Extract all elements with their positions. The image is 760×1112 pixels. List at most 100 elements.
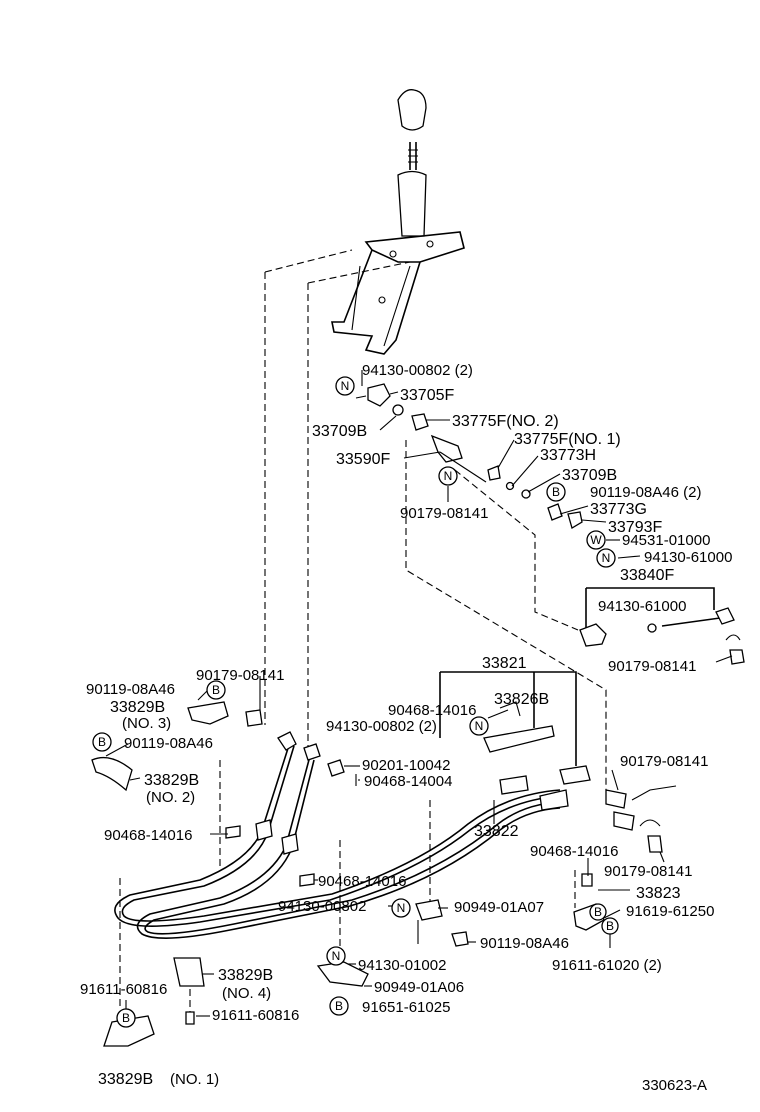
label-l51: (NO. 1) <box>170 1071 219 1088</box>
badge-b-6: B <box>116 1008 136 1028</box>
badge-w-1: W <box>586 530 606 550</box>
bracket-33829B-no4 <box>173 957 205 987</box>
label-l45: (NO. 4) <box>222 985 271 1002</box>
label-l07: 33773H <box>540 447 596 464</box>
label-l29: 33829B <box>144 772 199 789</box>
label-l13: 94531-01000 <box>622 532 710 549</box>
label-l06: 33590F <box>336 451 390 468</box>
badge-b-3: B <box>92 732 112 752</box>
badge-symbol: B <box>335 999 343 1013</box>
label-l02: 33705F <box>400 387 454 404</box>
badge-symbol: N <box>602 551 611 565</box>
badge-n-3: N <box>596 548 616 568</box>
badge-n-2: N <box>438 466 458 486</box>
label-l42: 91611-61020 (2) <box>552 957 662 974</box>
label-l41: 90119-08A46 <box>480 935 569 952</box>
label-l46: 91611-60816 <box>80 981 167 998</box>
bracket-33829B-no1 <box>103 1015 155 1047</box>
part-33826B <box>483 725 555 753</box>
label-l52: 330623-A <box>642 1077 707 1094</box>
label-l01: 94130-00802 (2) <box>362 362 473 379</box>
label-l03: 33709B <box>312 423 367 440</box>
part-33775F-no2 <box>411 413 429 431</box>
shift-lever-assembly <box>331 89 465 355</box>
badge-symbol: B <box>98 735 106 749</box>
cable-33821 <box>114 741 561 927</box>
badge-b-1: B <box>546 482 566 502</box>
label-l17: 90179-08141 <box>608 658 696 675</box>
label-l14: 94130-61000 <box>644 549 732 566</box>
part-number-labels: 94130-00802 (2) 33705F 33709B 33775F(NO.… <box>80 362 732 1094</box>
label-l38: 94130-00802 <box>278 898 366 915</box>
label-l28: 90468-14004 <box>364 773 452 790</box>
label-l04: 33775F(NO. 2) <box>452 413 559 430</box>
label-l22: (NO. 3) <box>122 715 171 732</box>
badge-symbol: B <box>552 485 560 499</box>
badge-b-5: B <box>601 917 619 935</box>
part-33590F <box>430 434 463 463</box>
label-l35: 90179-08141 <box>604 863 692 880</box>
label-l10: 90179-08141 <box>400 505 488 522</box>
label-l30: (NO. 2) <box>146 789 195 806</box>
label-l15: 33840F <box>620 567 674 584</box>
label-l39: 90949-01A07 <box>454 899 544 916</box>
bracket-33821 <box>439 671 577 766</box>
badge-n-6: N <box>326 946 346 966</box>
upper-small-parts <box>355 383 583 529</box>
label-l24: 33826B <box>494 691 549 708</box>
label-l26: 90119-08A46 <box>124 735 213 752</box>
bracket-33829B-no3 <box>187 701 229 725</box>
label-l34: 90468-14016 <box>530 843 618 860</box>
label-l23: 90468-14016 <box>388 702 476 719</box>
brackets-and-clamps <box>91 701 677 1047</box>
label-l43: 94130-01002 <box>358 957 446 974</box>
label-l19: 90179-08141 <box>196 667 284 684</box>
label-l18: 33821 <box>482 655 527 672</box>
part-33705F <box>367 383 391 407</box>
label-l50: 33829B <box>98 1071 153 1088</box>
label-l21: 33829B <box>110 699 165 716</box>
badge-symbol: N <box>332 949 341 963</box>
badge-n-5: N <box>391 898 411 918</box>
part-33840F <box>579 587 745 665</box>
label-l47: 90949-01A06 <box>374 979 464 996</box>
label-l12: 33793F <box>608 519 662 536</box>
part-33709B-upper <box>392 404 404 416</box>
badge-symbol: B <box>122 1011 130 1025</box>
label-l49: 91651-61025 <box>362 999 450 1016</box>
badge-symbol: B <box>594 905 602 919</box>
label-l08: 33709B <box>562 467 617 484</box>
badge-symbol: W <box>590 533 602 547</box>
badge-symbol: B <box>606 919 614 933</box>
cable-33822 <box>136 755 561 939</box>
label-l16: 94130-61000 <box>598 598 686 615</box>
shift-bracket-top <box>364 231 465 263</box>
badge-b-2: B <box>206 680 226 700</box>
bracket-33829B-no2 <box>91 756 133 792</box>
symbol-badges: N N B W N B B N N B B N B B <box>92 376 619 1028</box>
label-l44: 33829B <box>218 967 273 984</box>
label-l40: 91619-61250 <box>626 903 714 920</box>
badge-n-4: N <box>469 716 489 736</box>
label-l48: 91611-60816 <box>212 1007 299 1024</box>
badge-symbol: N <box>475 719 484 733</box>
label-l31: 90179-08141 <box>620 753 708 770</box>
control-cables <box>114 731 635 939</box>
label-l11: 33773G <box>590 501 647 518</box>
label-l27: 90201-10042 <box>362 757 450 774</box>
badge-b-7: B <box>329 996 349 1016</box>
badge-n-1: N <box>335 376 355 396</box>
label-l32: 33822 <box>474 823 519 840</box>
badge-symbol: N <box>341 379 350 393</box>
label-l36: 90468-14016 <box>318 873 406 890</box>
label-l20: 90119-08A46 <box>86 681 175 698</box>
badge-b-4: B <box>589 903 607 921</box>
lever-boot <box>397 170 427 237</box>
badge-symbol: N <box>444 469 453 483</box>
label-l09: 90119-08A46 (2) <box>590 484 701 501</box>
shift-knob <box>397 89 427 131</box>
label-l37: 33823 <box>636 885 681 902</box>
label-l05: 33775F(NO. 1) <box>514 431 621 448</box>
